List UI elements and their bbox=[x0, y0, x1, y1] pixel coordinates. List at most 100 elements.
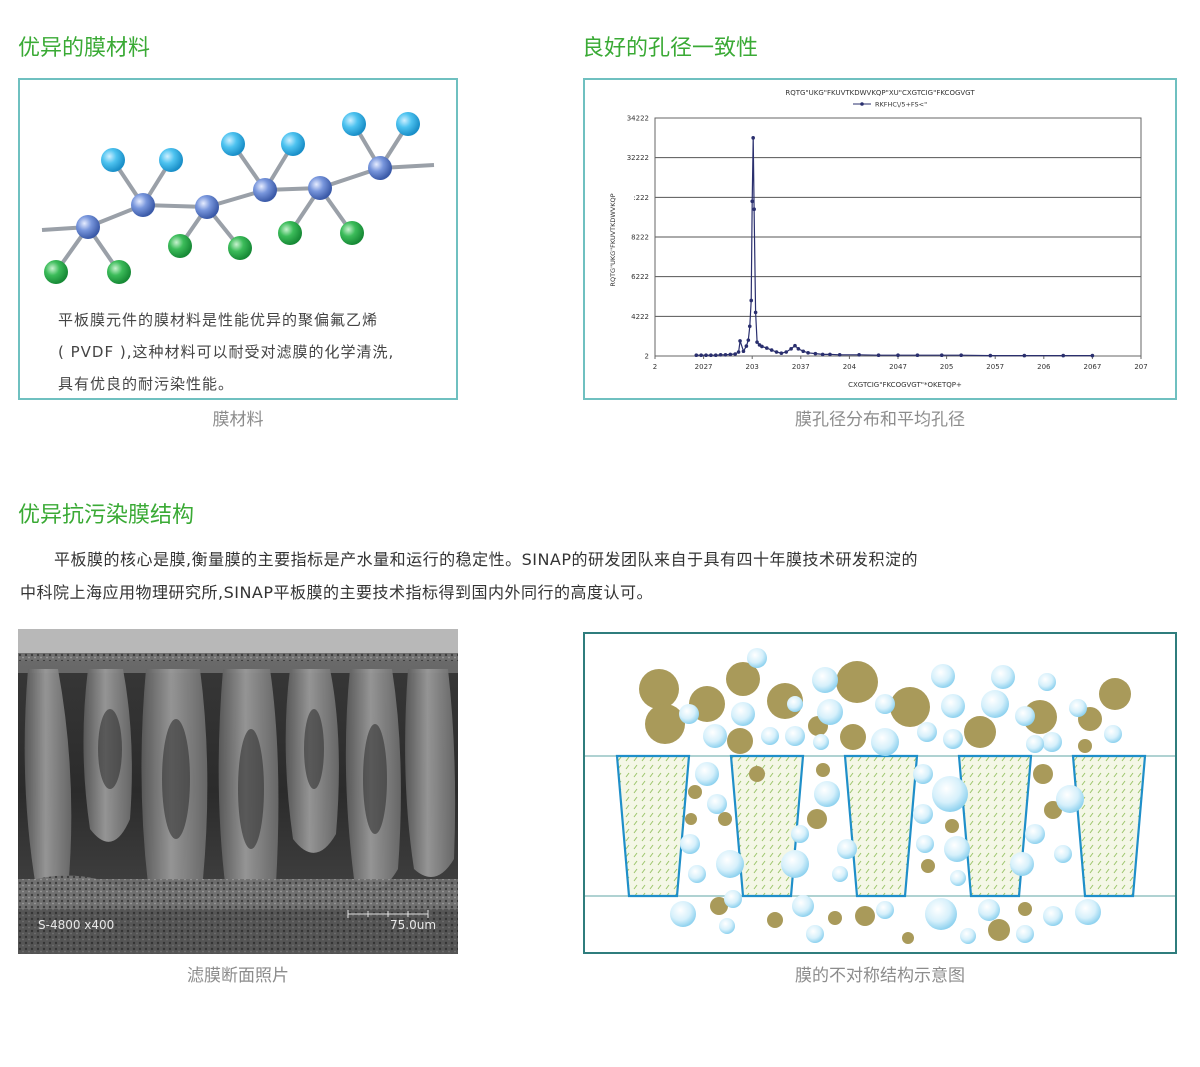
foulant-particle bbox=[1078, 739, 1092, 753]
data-point bbox=[806, 351, 810, 355]
sem-caption: 滤膜断面照片 bbox=[187, 966, 289, 986]
water-bubble bbox=[731, 702, 755, 726]
hydrogen-atom bbox=[228, 236, 252, 260]
water-bubble bbox=[806, 925, 824, 943]
x-tick-label: 205 bbox=[940, 363, 953, 371]
data-point bbox=[837, 353, 842, 357]
carbon-atom bbox=[195, 195, 219, 219]
water-bubble bbox=[913, 764, 933, 784]
data-point bbox=[746, 338, 751, 342]
foulant-particle bbox=[945, 819, 959, 833]
data-point bbox=[747, 324, 752, 329]
water-bubble bbox=[1054, 845, 1072, 863]
membrane-pore bbox=[615, 754, 691, 898]
data-point bbox=[896, 353, 900, 358]
fluorine-atom bbox=[281, 132, 305, 156]
x-axis-label: CXGTCIG"FKCOGVGT"*OKETQP+ bbox=[848, 381, 962, 389]
y-tick-label: 2 bbox=[645, 353, 649, 361]
water-bubble bbox=[875, 694, 895, 714]
carbon-atom bbox=[253, 178, 277, 202]
foulant-particle bbox=[727, 728, 753, 754]
water-bubble bbox=[781, 850, 809, 878]
x-tick-label: 203 bbox=[746, 363, 759, 371]
data-point bbox=[749, 298, 754, 303]
data-point bbox=[801, 349, 806, 354]
data-point bbox=[751, 136, 755, 140]
pore-heading: 良好的孔径一致性 bbox=[582, 36, 759, 61]
y-tick-label: :222 bbox=[633, 194, 649, 202]
water-bubble bbox=[943, 729, 963, 749]
water-bubble bbox=[916, 835, 934, 853]
x-tick-label: 2 bbox=[653, 363, 657, 371]
chart-title: RQTG"UKG"FKUVTKDWVKQP"XU"CXGTCIG"FKCOGVG… bbox=[785, 89, 975, 97]
paragraph-line: 平板膜的核心是膜,衡量膜的主要指标是产水量和运行的稳定性。SINAP的研发团队来… bbox=[54, 550, 919, 569]
hydrogen-atom bbox=[107, 260, 131, 284]
x-tick-label: 2027 bbox=[695, 363, 713, 371]
foulant-particle bbox=[828, 911, 842, 925]
water-bubble bbox=[703, 724, 727, 748]
water-bubble bbox=[1015, 706, 1035, 726]
data-point bbox=[699, 353, 703, 358]
water-bubble bbox=[747, 648, 767, 668]
foulant-particle bbox=[988, 919, 1010, 941]
material-text-line: ( PVDF ),这种材料可以耐受对滤膜的化学清洗, bbox=[58, 343, 395, 361]
water-bubble bbox=[670, 901, 696, 927]
x-tick-label: 2067 bbox=[1083, 363, 1101, 371]
carbon-atom bbox=[131, 193, 155, 217]
water-bubble bbox=[680, 834, 700, 854]
data-point bbox=[733, 352, 737, 356]
foulant-particle bbox=[645, 704, 685, 744]
hydrogen-atom bbox=[44, 260, 68, 284]
data-point bbox=[709, 353, 713, 358]
foulant-particle bbox=[902, 932, 914, 944]
water-bubble bbox=[719, 918, 735, 934]
water-bubble bbox=[978, 899, 1000, 921]
membrane-pore bbox=[1071, 754, 1147, 898]
water-bubble bbox=[1025, 824, 1045, 844]
material-text-line: 具有优良的耐污染性能。 bbox=[58, 375, 235, 393]
schematic-caption: 膜的不对称结构示意图 bbox=[795, 966, 965, 986]
pore-chart-panel: RQTG"UKG"FKUVTKDWVKQP"XU"CXGTCIG"FKCOGVG… bbox=[583, 78, 1177, 400]
antifouling-paragraph: 平板膜的核心是膜,衡量膜的主要指标是产水量和运行的稳定性。SINAP的研发团队来… bbox=[20, 543, 1170, 609]
foulant-particle bbox=[639, 669, 679, 709]
antifouling-heading: 优异抗污染膜结构 bbox=[18, 503, 195, 528]
foulant-particle bbox=[726, 662, 760, 696]
water-bubble bbox=[876, 901, 894, 919]
carbon-atoms bbox=[76, 156, 392, 239]
water-bubble bbox=[761, 727, 779, 745]
data-point bbox=[796, 347, 801, 351]
paragraph-line: 中科院上海应用物理研究所,SINAP平板膜的主要技术指标得到国内外同行的高度认可… bbox=[20, 583, 654, 602]
x-tick-label: 204 bbox=[843, 363, 857, 371]
sem-scale-label: 75.0um bbox=[390, 918, 436, 932]
chart-series bbox=[694, 136, 1095, 358]
foulant-particle bbox=[1099, 678, 1131, 710]
y-tick-label: 6222 bbox=[631, 273, 649, 281]
foulant-particle bbox=[1018, 902, 1032, 916]
carbon-atom bbox=[308, 176, 332, 200]
data-point bbox=[1022, 353, 1027, 358]
foulant-particle bbox=[710, 897, 728, 915]
data-point bbox=[713, 353, 718, 358]
water-bubble bbox=[871, 728, 899, 756]
water-bubble bbox=[837, 839, 857, 859]
water-bubble bbox=[812, 667, 838, 693]
data-point bbox=[744, 344, 749, 348]
data-point bbox=[828, 352, 832, 357]
data-point bbox=[939, 353, 944, 358]
pvdf-molecule-diagram bbox=[41, 112, 435, 284]
data-point bbox=[813, 351, 818, 356]
foulant-particle bbox=[767, 912, 783, 928]
water-bubble bbox=[1069, 699, 1087, 717]
x-tick-label: 2047 bbox=[889, 363, 907, 371]
fluorine-atom bbox=[101, 148, 125, 172]
water-bubble bbox=[785, 726, 805, 746]
material-caption: 膜材料 bbox=[212, 410, 264, 430]
foulant-particle bbox=[718, 812, 732, 826]
data-point bbox=[736, 350, 741, 354]
foulant-particle bbox=[807, 809, 827, 829]
water-bubble bbox=[787, 696, 803, 712]
data-point bbox=[728, 352, 733, 357]
material-text-line: 平板膜元件的膜材料是性能优异的聚偏氟乙烯 bbox=[58, 311, 379, 329]
data-point bbox=[988, 353, 993, 358]
foulant-particle bbox=[964, 716, 996, 748]
